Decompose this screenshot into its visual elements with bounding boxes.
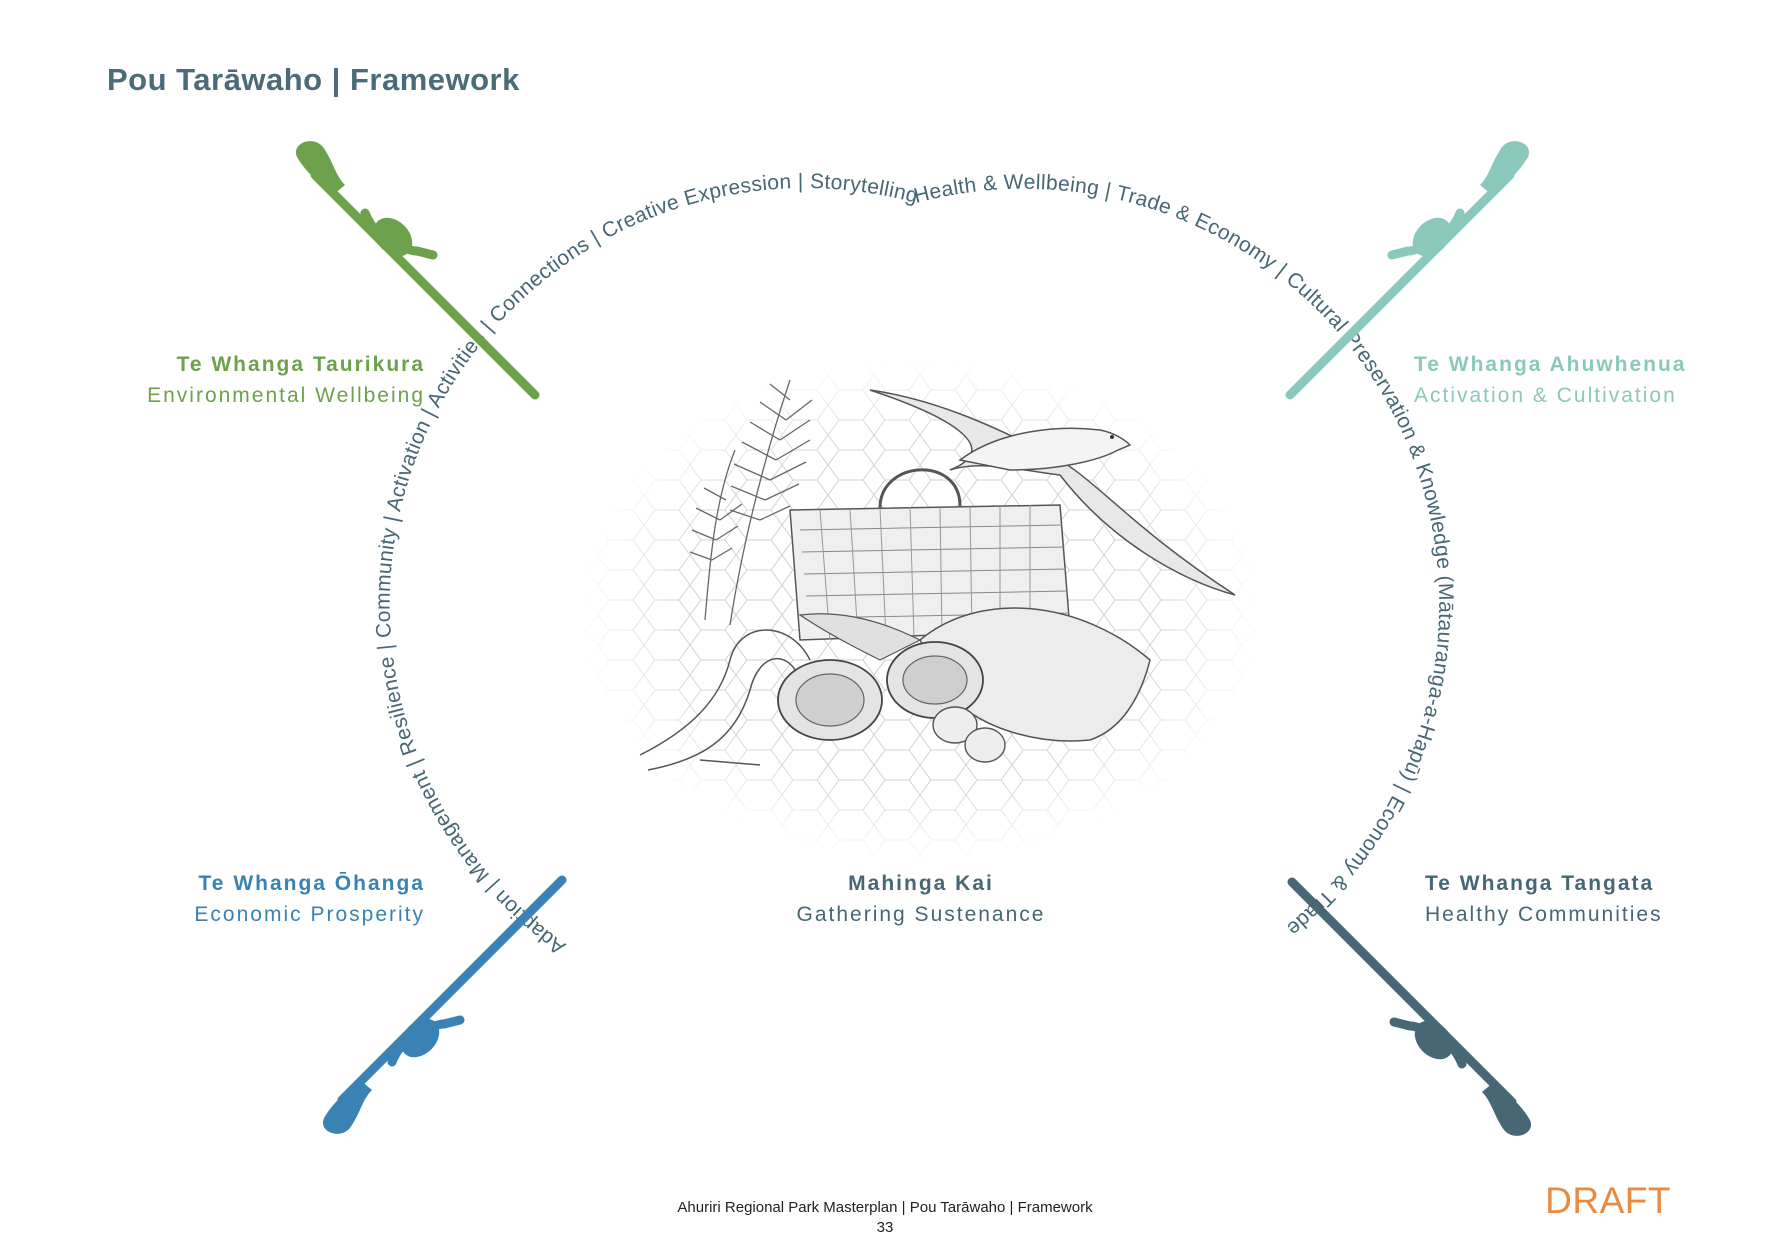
- pillar-environmental-name: Te Whanga Taurikura: [176, 353, 425, 376]
- pillar-economic-subtitle: Economic Prosperity: [194, 903, 425, 926]
- pillar-center: Mahinga Kai Gathering Sustenance: [721, 868, 1121, 930]
- pillar-community-subtitle: Healthy Communities: [1425, 903, 1663, 926]
- mahinga-kai-illustration: [575, 355, 1265, 865]
- draft-watermark: DRAFT: [1545, 1180, 1671, 1221]
- center-name: Mahinga Kai: [848, 872, 994, 895]
- pillar-activation-subtitle: Activation & Cultivation: [1414, 384, 1677, 407]
- eel-drawing: [639, 629, 811, 771]
- page-title: Pou Tarāwaho | Framework: [107, 62, 520, 97]
- center-subtitle: Gathering Sustenance: [796, 903, 1046, 926]
- pillar-environmental: Te Whanga Taurikura Environmental Wellbe…: [147, 349, 425, 411]
- footer-page-number: 33: [876, 1219, 894, 1236]
- paua-shells-drawing: [777, 641, 1006, 763]
- fern-drawing: [689, 379, 813, 626]
- pillar-economic-name: Te Whanga Ōhanga: [198, 872, 425, 895]
- pillar-community: Te Whanga Tangata Healthy Communities: [1425, 868, 1663, 930]
- seagull-drawing: [869, 389, 1236, 596]
- footer-document-title: Ahuriri Regional Park Masterplan | Pou T…: [677, 1199, 1093, 1216]
- pillar-environmental-subtitle: Environmental Wellbeing: [147, 384, 425, 407]
- flatfish-drawing: [798, 607, 1151, 742]
- woven-basket-drawing: [789, 468, 1071, 641]
- pillar-activation-name: Te Whanga Ahuwhenua: [1414, 353, 1687, 376]
- pillar-community-name: Te Whanga Tangata: [1425, 872, 1655, 895]
- pillar-economic: Te Whanga Ōhanga Economic Prosperity: [194, 868, 425, 930]
- pillar-activation: Te Whanga Ahuwhenua Activation & Cultiva…: [1414, 349, 1687, 411]
